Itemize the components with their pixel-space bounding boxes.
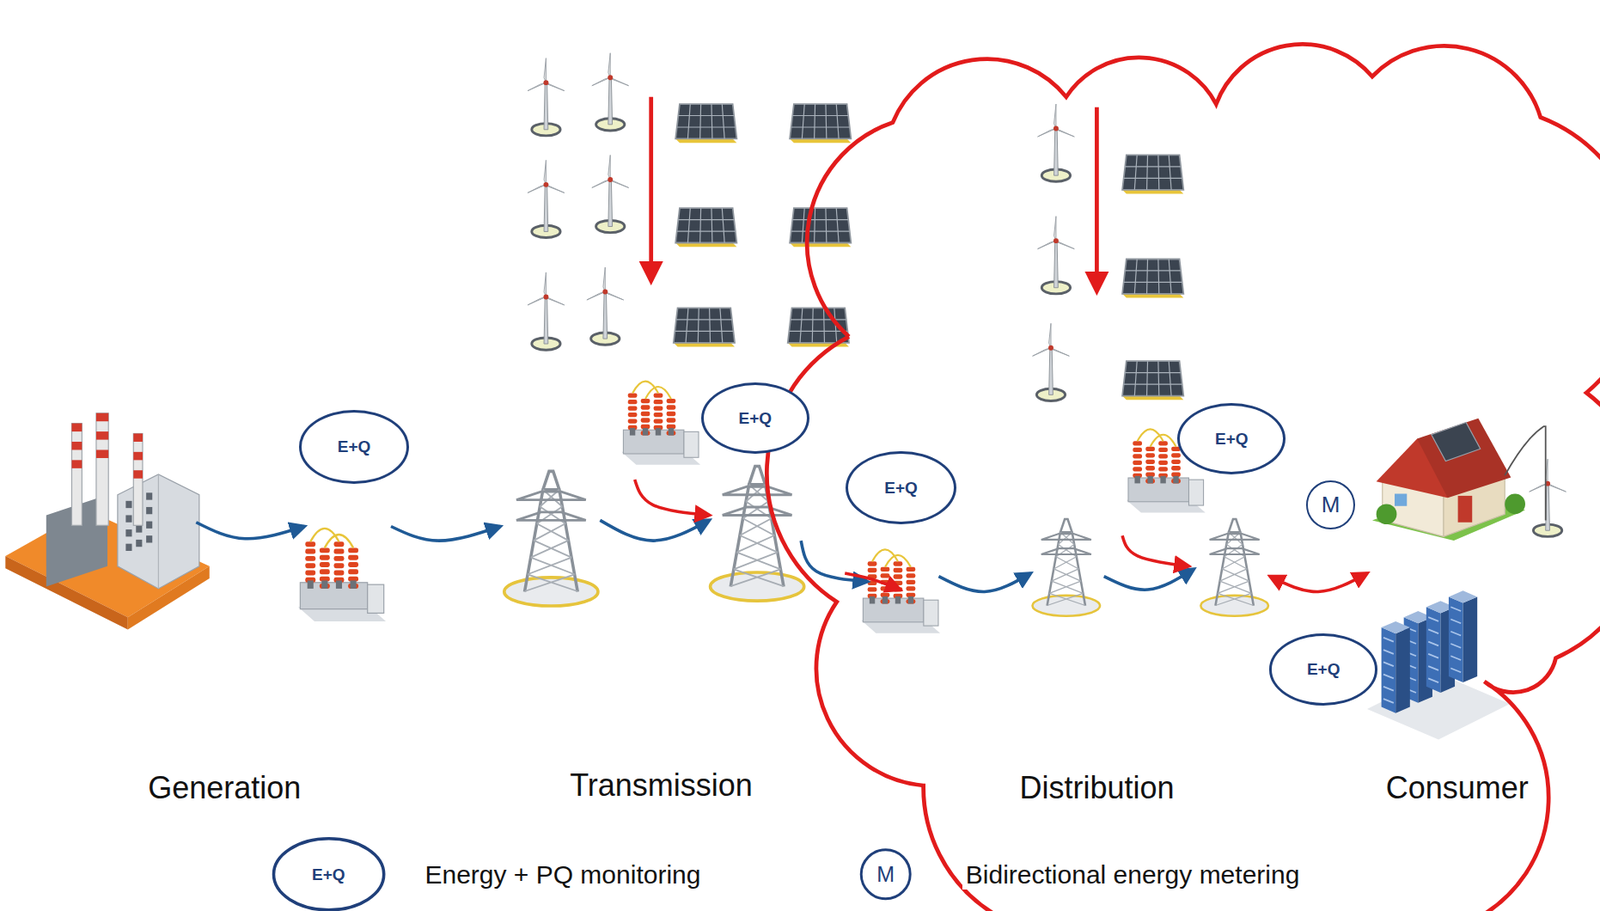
stage-label: Transmission xyxy=(566,767,757,804)
monitor-ellipse: E+Q xyxy=(299,409,410,484)
wind-turbine xyxy=(527,58,565,136)
solar-panel xyxy=(675,103,737,143)
transmission-tower xyxy=(1032,519,1100,617)
wind-turbine xyxy=(1038,103,1075,182)
solar-panel xyxy=(1122,259,1184,299)
legend-sample-text: E+Q xyxy=(308,865,349,885)
wind-turbine xyxy=(527,272,565,350)
stage-label: Distribution xyxy=(1016,769,1179,807)
wind-turbine xyxy=(527,159,565,238)
wind-turbine xyxy=(592,53,630,131)
wind-turbine xyxy=(1529,458,1567,537)
meter-circle: M xyxy=(1306,480,1356,530)
transmission-tower xyxy=(504,470,599,606)
monitor-ellipse: E+Q xyxy=(1269,633,1378,705)
monitor-ellipse: E+Q xyxy=(1177,403,1286,475)
monitor-ellipse: E+Q xyxy=(701,382,810,454)
prosumer-house xyxy=(1372,418,1546,541)
data-center xyxy=(1367,590,1510,739)
node-text: E+Q xyxy=(1215,429,1249,449)
legend-sample-ellipse xyxy=(274,838,385,910)
node-text: E+Q xyxy=(738,409,772,428)
node-text: E+Q xyxy=(337,437,372,457)
flow-arrow xyxy=(390,525,501,541)
wind-turbine xyxy=(592,154,630,233)
wind-turbine xyxy=(1032,323,1070,401)
der-flow-arrow xyxy=(844,573,900,590)
substation-transformer xyxy=(621,381,701,465)
wind-turbine xyxy=(1038,216,1075,294)
transmission-tower xyxy=(1200,519,1269,617)
solar-panel xyxy=(789,207,851,247)
smart-grid-cloud xyxy=(766,43,1600,911)
substation-transformer xyxy=(861,549,941,633)
der-aggregation-arrow xyxy=(648,97,654,281)
transmission-tower xyxy=(710,465,805,601)
node-text: M xyxy=(1321,491,1341,519)
der-flow-arrow xyxy=(635,479,710,516)
flow-arrow xyxy=(195,522,305,539)
power-plant xyxy=(5,413,209,630)
stage-label: Generation xyxy=(144,769,305,807)
node-text: E+Q xyxy=(884,478,918,498)
der-aggregation-arrow xyxy=(1094,107,1100,292)
flow-arrow xyxy=(1104,568,1194,590)
monitor-ellipse: E+Q xyxy=(845,451,956,526)
legend-sample-circle xyxy=(861,849,910,899)
solar-panel xyxy=(789,103,851,143)
bidirectional-arrow xyxy=(1270,573,1368,592)
der-flow-arrow xyxy=(1122,535,1189,567)
solar-panel xyxy=(1122,154,1184,194)
legend-text: Energy + PQ monitoring xyxy=(421,860,704,890)
solar-panel xyxy=(1122,360,1184,400)
flow-arrow xyxy=(938,573,1031,592)
wind-turbine xyxy=(586,267,624,345)
node-text: E+Q xyxy=(1306,659,1341,679)
solar-panel xyxy=(673,307,735,347)
legend-sample-text: M xyxy=(873,861,898,887)
solar-panel xyxy=(675,207,737,247)
stage-label: Consumer xyxy=(1382,769,1533,807)
legend-text: Bidirectional energy metering xyxy=(962,860,1304,890)
flow-arrow xyxy=(599,519,709,541)
substation-transformer xyxy=(298,528,386,622)
